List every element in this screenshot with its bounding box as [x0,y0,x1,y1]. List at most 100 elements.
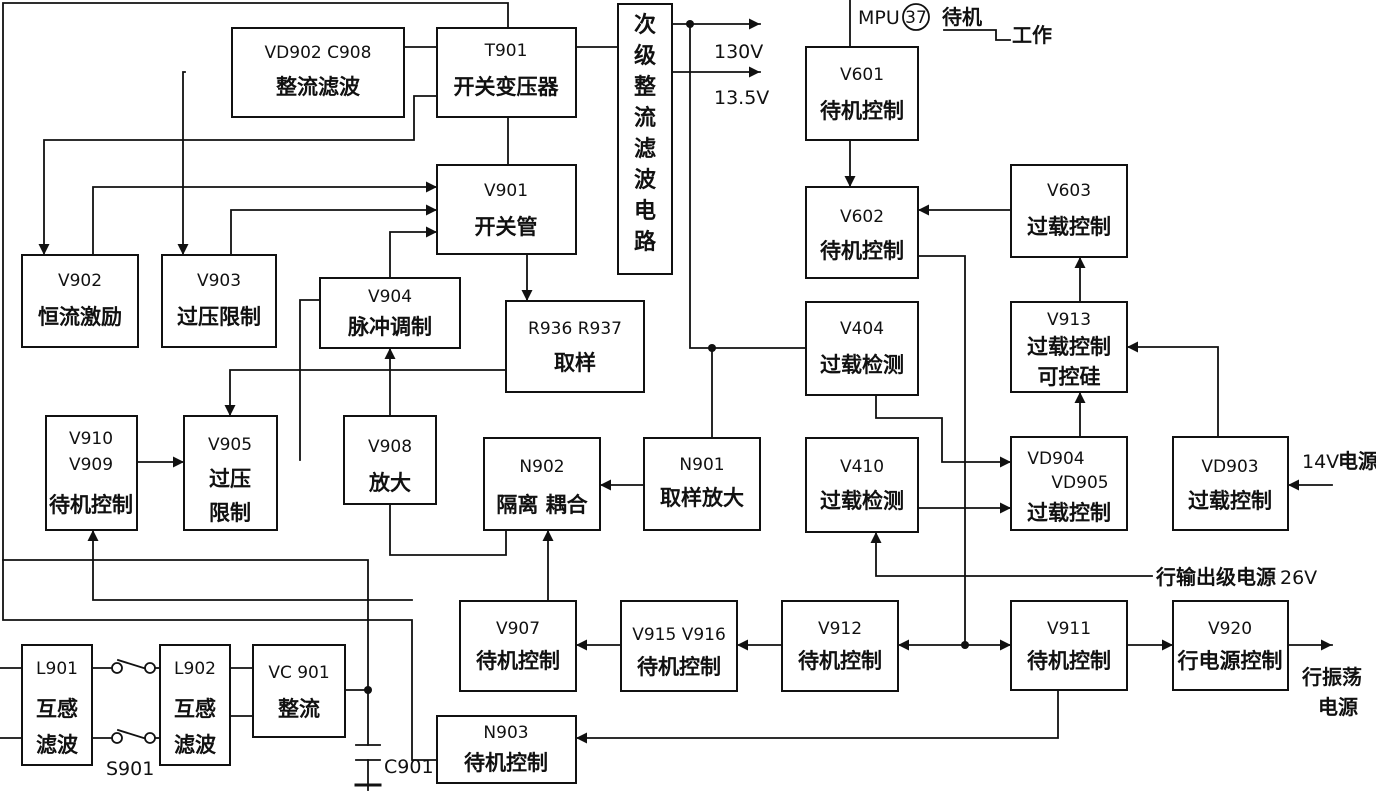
svg-text:VD902 C908: VD902 C908 [265,43,372,63]
block-v911-standby-control[interactable]: V911 待机控制 [1010,600,1128,691]
svg-text:V904: V904 [368,287,412,307]
block-v410-overload-detection[interactable]: V410 过载检测 [805,437,919,533]
svg-text:整: 整 [634,74,656,100]
block-v904-pulse-modulation[interactable]: V904 脉冲调制 [319,277,461,349]
svg-text:过压限制: 过压限制 [177,305,261,329]
block-v915-v916-standby-control[interactable]: V915 V916 待机控制 [620,600,738,692]
svg-text:V911: V911 [1047,619,1091,639]
svg-text:N903: N903 [483,723,528,743]
mpu-standby-label: 待机 [942,5,982,29]
block-t901-switching-transformer[interactable]: T901 开关变压器 [436,27,577,118]
svg-text:T901: T901 [484,41,528,61]
svg-text:V410: V410 [840,457,884,477]
svg-text:V907: V907 [496,619,540,639]
svg-text:脉冲调制: 脉冲调制 [347,315,432,339]
svg-text:过载控制: 过载控制 [1027,335,1111,359]
svg-text:待机控制: 待机控制 [820,239,904,263]
svg-text:行电源控制: 行电源控制 [1177,649,1283,673]
block-l902-mutual-inductance-filter[interactable]: L902 互感 滤波 [159,644,231,766]
svg-text:L902: L902 [174,659,216,679]
block-v913-overload-control-thyristor[interactable]: V913 过载控制 可控硅 [1010,301,1128,393]
svg-text:流: 流 [634,105,656,131]
svg-text:V908: V908 [368,437,412,457]
svg-text:VD903: VD903 [1201,457,1258,477]
svg-text:待机控制: 待机控制 [798,649,882,673]
svg-text:待机控制: 待机控制 [476,649,560,673]
block-v910-v909-standby-control[interactable]: V910 V909 待机控制 [45,415,138,531]
block-n901-sampling-amplifier[interactable]: N901 取样放大 [643,437,761,531]
line-oscillator-power-line2: 电源 [1318,695,1358,719]
switch-s901-contacts [111,662,156,744]
block-v905-overvoltage-limit[interactable]: V905 过压 限制 [183,415,278,531]
block-v908-amplifier[interactable]: V908 放大 [343,415,437,505]
svg-text:滤波: 滤波 [36,733,79,757]
block-n903-standby-control[interactable]: N903 待机控制 [436,715,577,784]
svg-text:V404: V404 [840,319,884,339]
output-130v-label: 130V [714,41,763,63]
block-secondary-rectifier-filter-circuit[interactable]: 次 级 整 流 滤 波 电 路 [617,3,673,275]
block-n902-isolation-coupling[interactable]: N902 隔离 耦合 [483,437,601,531]
output-13-5v-label: 13.5V [714,87,769,109]
svg-text:V915 V916: V915 V916 [632,625,726,645]
line-oscillator-power-line1: 行振荡 [1301,665,1362,689]
svg-text:开关变压器: 开关变压器 [454,75,560,99]
junction-dots [364,20,969,694]
block-vd904-vd905-overload-control[interactable]: VD904 VD905 过载控制 [1010,436,1128,531]
block-vd903-overload-control[interactable]: VD903 过载控制 [1172,436,1289,531]
mpu-pin-circle [902,3,930,31]
mpu-pin-number: 37 [905,8,927,28]
svg-text:VD905: VD905 [1051,473,1108,493]
block-v912-standby-control[interactable]: V912 待机控制 [781,600,899,692]
svg-text:待机控制: 待机控制 [464,751,548,775]
switch-s901-label: S901 [106,758,154,780]
svg-text:整流滤波: 整流滤波 [276,75,361,99]
svg-text:波: 波 [634,168,657,193]
block-r936-r937-sampling[interactable]: R936 R937 取样 [505,300,645,393]
svg-text:N902: N902 [519,457,564,477]
block-vc901-rectifier[interactable]: VC 901 整流 [252,644,346,738]
block-v601-standby-control[interactable]: V601 待机控制 [805,46,919,141]
svg-text:V912: V912 [818,619,862,639]
svg-text:V903: V903 [197,271,241,291]
svg-text:互感: 互感 [36,697,78,721]
svg-text:过载控制: 过载控制 [1027,501,1111,525]
svg-text:电: 电 [634,199,656,224]
line-output-power-text: 行输出级电源 [1155,565,1276,589]
block-v901-switch-tube[interactable]: V901 开关管 [436,164,577,255]
svg-text:取样放大: 取样放大 [660,486,744,510]
svg-text:滤波: 滤波 [174,733,217,757]
mpu-work-label: 工作 [1012,23,1052,47]
block-v603-overload-control[interactable]: V603 过载控制 [1010,164,1128,258]
block-v902-constant-current-drive[interactable]: V902 恒流激励 [21,254,139,348]
input-14v-value: 14V [1302,451,1339,473]
svg-text:VD904: VD904 [1027,449,1084,469]
svg-text:VC 901: VC 901 [268,663,329,683]
svg-text:放大: 放大 [368,471,411,495]
svg-text:过压: 过压 [209,467,251,491]
svg-text:V909: V909 [69,455,113,475]
connection-lines [0,0,1333,791]
svg-text:V913: V913 [1047,310,1091,330]
block-l901-mutual-inductance-filter[interactable]: L901 互感 滤波 [21,644,93,766]
svg-text:滤: 滤 [634,137,656,162]
svg-text:恒流激励: 恒流激励 [38,305,122,329]
block-v404-overload-detection[interactable]: V404 过载检测 [805,301,919,396]
svg-text:V603: V603 [1047,181,1091,201]
svg-text:可控硅: 可控硅 [1038,365,1101,389]
block-vd902-rectifier-filter[interactable]: VD902 C908 整流滤波 [231,27,405,118]
svg-text:待机控制: 待机控制 [49,493,133,517]
svg-text:过载控制: 过载控制 [1188,489,1272,513]
svg-text:待机控制: 待机控制 [1027,649,1111,673]
block-v920-line-power-control[interactable]: V920 行电源控制 [1172,600,1289,691]
block-v602-standby-control[interactable]: V602 待机控制 [805,186,919,279]
block-v903-overvoltage-limit[interactable]: V903 过压限制 [161,254,277,348]
svg-text:过载检测: 过载检测 [820,353,904,377]
svg-text:V910: V910 [69,429,113,449]
svg-text:开关管: 开关管 [475,215,538,239]
svg-text:待机控制: 待机控制 [637,655,721,679]
block-v907-standby-control[interactable]: V907 待机控制 [459,600,577,692]
svg-text:次: 次 [634,12,656,38]
svg-text:V601: V601 [840,65,884,85]
svg-text:N901: N901 [679,455,724,475]
